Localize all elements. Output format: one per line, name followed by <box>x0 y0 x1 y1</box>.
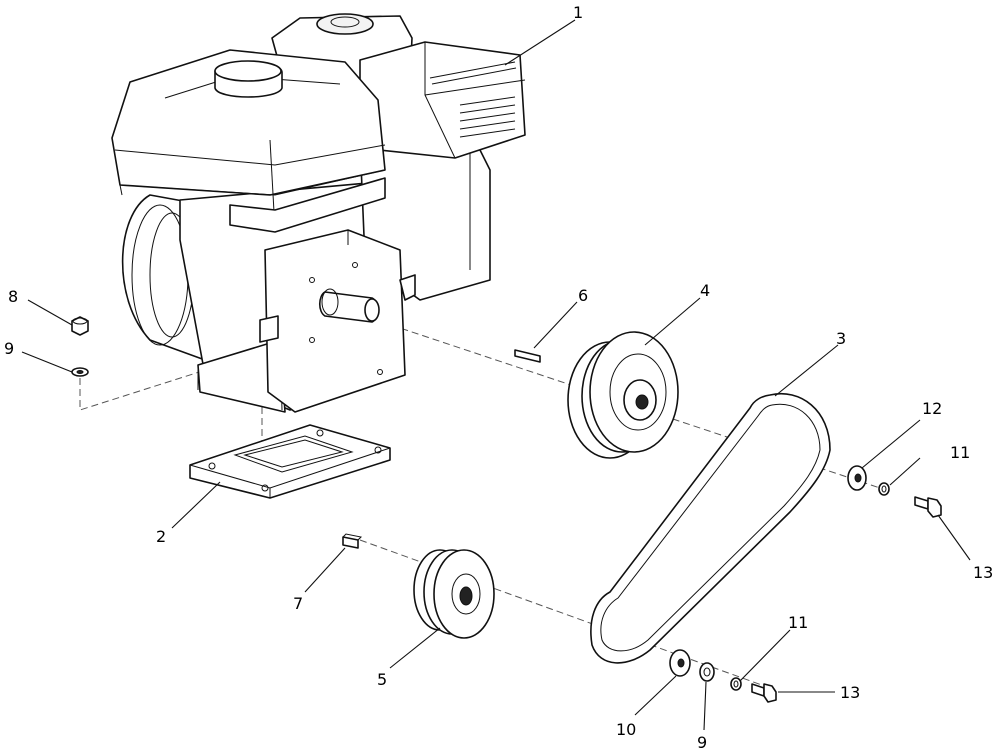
callout-3: 3 <box>836 329 846 348</box>
callout-5: 5 <box>377 670 387 689</box>
callout-9-left: 9 <box>4 339 14 358</box>
callout-10: 10 <box>616 720 636 739</box>
lockwasher-11-lower <box>730 677 742 691</box>
v-belt <box>590 393 831 664</box>
callout-7: 7 <box>293 594 303 613</box>
bolt-13-lower <box>751 683 777 703</box>
key-7 <box>342 533 363 549</box>
key-6 <box>514 349 541 363</box>
pump-pulley <box>413 549 495 639</box>
bolt-13-upper <box>914 496 942 518</box>
muffler-vents <box>429 61 517 138</box>
callout-2: 2 <box>156 527 166 546</box>
callout-9-lower: 9 <box>697 733 707 752</box>
engine <box>111 13 526 413</box>
nut-8 <box>71 316 89 336</box>
callout-11-upper: 11 <box>950 443 970 462</box>
callout-8: 8 <box>8 287 18 306</box>
engine-pulley <box>567 331 679 459</box>
callout-6: 6 <box>578 286 588 305</box>
callout-4: 4 <box>700 281 710 300</box>
washer-9-left <box>71 367 89 377</box>
washer-12 <box>847 465 867 491</box>
callout-1: 1 <box>573 3 583 22</box>
callout-13-upper: 13 <box>973 563 993 582</box>
washer-9-lower <box>699 662 715 682</box>
callout-labels: 1 2 3 4 5 6 7 8 9 9 10 11 11 12 13 13 <box>4 3 993 752</box>
washer-10 <box>669 649 691 677</box>
leader-lines <box>21 19 971 731</box>
callout-13-lower: 13 <box>840 683 860 702</box>
callout-12: 12 <box>922 399 942 418</box>
mounting-plate <box>189 424 391 499</box>
callout-11-lower: 11 <box>788 613 808 632</box>
lockwasher-11-upper <box>878 482 890 496</box>
